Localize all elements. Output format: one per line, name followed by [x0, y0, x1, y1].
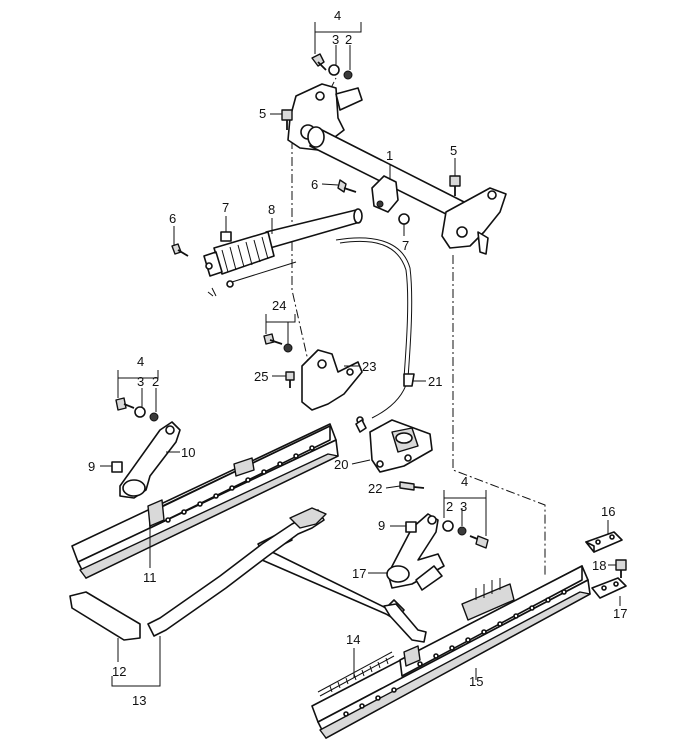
callout-3-left: 3 [137, 374, 144, 389]
callout-25: 25 [254, 369, 268, 384]
right-seat-rail [311, 565, 591, 739]
cable-bracket [355, 419, 433, 491]
callout-4-right: 4 [461, 474, 468, 489]
callout-16: 16 [601, 504, 615, 519]
callout-9-right: 9 [378, 518, 385, 533]
callout-23: 23 [362, 359, 376, 374]
upper-hardware [171, 53, 461, 257]
left-seat-rail [71, 423, 339, 579]
tension-spring [317, 651, 395, 697]
callout-5-left: 5 [259, 106, 266, 121]
callout-4-left: 4 [137, 354, 144, 369]
callout-labels: 4 3 2 5 1 5 6 7 8 6 7 24 23 25 21 4 3 2 … [88, 8, 627, 708]
leader-lines [100, 22, 621, 687]
callout-14: 14 [346, 632, 360, 647]
callout-18: 18 [592, 558, 606, 573]
callout-12: 12 [112, 664, 126, 679]
callout-17-mid: 17 [352, 566, 366, 581]
callout-3-top: 3 [332, 32, 339, 47]
release-cable [335, 237, 415, 424]
release-handle [69, 507, 327, 641]
callout-9-left: 9 [88, 459, 95, 474]
callout-1: 1 [386, 148, 393, 163]
callout-6-left: 6 [169, 211, 176, 226]
callout-11: 11 [143, 570, 157, 585]
callout-6-middle: 6 [311, 177, 318, 192]
callout-7-left: 7 [222, 200, 229, 215]
callout-8: 8 [268, 202, 275, 217]
callout-17-right: 17 [613, 606, 627, 621]
gas-spring [203, 208, 363, 297]
callout-5-right: 5 [450, 143, 457, 158]
adjust-lever-left [111, 397, 181, 499]
callout-20: 20 [334, 457, 348, 472]
callout-13: 13 [132, 693, 146, 708]
callout-2-left: 2 [152, 374, 159, 389]
callout-7-right: 7 [402, 238, 409, 253]
callout-15: 15 [469, 674, 483, 689]
callout-21: 21 [428, 374, 442, 389]
mount-bracket [263, 333, 363, 411]
callout-4-top: 4 [334, 8, 341, 23]
callout-3-right: 3 [460, 499, 467, 514]
callout-22: 22 [368, 481, 382, 496]
callout-2-top: 2 [345, 32, 352, 47]
end-brackets [585, 531, 627, 599]
callout-2-right: 2 [446, 499, 453, 514]
adjust-lever-right [386, 513, 489, 591]
callout-10: 10 [181, 445, 195, 460]
callout-24: 24 [272, 298, 286, 313]
